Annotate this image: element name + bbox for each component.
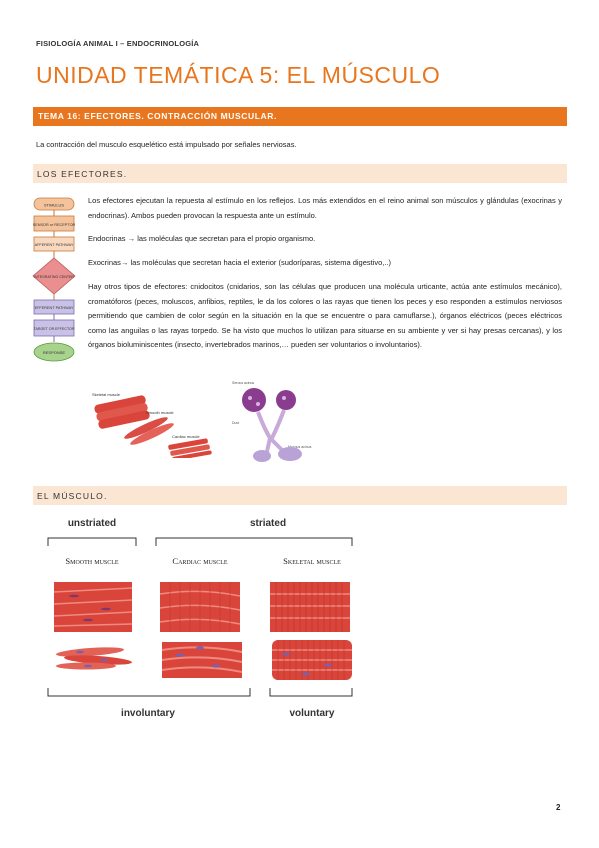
gland-acinus-figure: Serous acinus Duct Mucous acinus: [232, 381, 312, 462]
smooth-muscle-cells: [56, 647, 132, 670]
serous-acinus-label: Serous acinus: [232, 381, 254, 385]
voluntary-label: voluntary: [289, 708, 334, 719]
serous-acinus-cluster: [242, 388, 296, 412]
efectores-paragraph-4: Hay otros tipos de efectores: cnidocitos…: [88, 282, 562, 349]
reflex-step-stimulus: STIMULUS: [33, 197, 75, 211]
voluntary-bracket: [269, 688, 353, 697]
involuntary-label: involuntary: [121, 708, 175, 719]
striated-label: striated: [250, 518, 286, 529]
reflex-step-efferent: EFFERENT PATHWAY: [33, 299, 75, 315]
efectores-paragraph-2: Endocrinas → las moléculas que secretan …: [88, 234, 316, 243]
unit-title: UNIDAD TEMÁTICA 5: EL MÚSCULO: [36, 62, 441, 88]
muscle-comparison-figure: unstriated striated Smooth muscle Cardia…: [47, 518, 353, 719]
efectores-paragraph-1: Los efectores ejecutan la repuesta al es…: [88, 196, 562, 220]
reflex-step-label: AFFERENT PATHWAY: [35, 243, 74, 247]
reflex-step-sensor: SENSOR or RECEPTOR: [33, 215, 76, 232]
section-musculo-bar: EL MÚSCULO.: [33, 486, 567, 505]
involuntary-bracket: [47, 688, 251, 697]
skeletal-fiber-bundle: [94, 395, 150, 429]
section-efectores-title: LOS EFECTORES.: [37, 169, 128, 179]
reflex-step-label: TARGET OR EFFECTOR: [34, 327, 75, 331]
skeletal-muscle-title: Skeletal muscle: [283, 556, 341, 566]
reflex-step-label: INTEGRATING CENTER: [34, 275, 74, 279]
smooth-muscle-title: Smooth muscle: [65, 556, 119, 566]
reflex-step-label: STIMULUS: [44, 203, 65, 208]
cardiac-muscle-micrograph: [159, 582, 241, 632]
reflex-pathway-diagram: STIMULUS SENSOR or RECEPTOR AFFERENT PAT…: [32, 197, 76, 362]
unstriated-bracket: [47, 537, 137, 546]
reflex-step-afferent: AFFERENT PATHWAY: [33, 236, 75, 252]
reflex-step-target: TARGET OR EFFECTOR: [34, 319, 75, 337]
duct-label: Duct: [232, 421, 239, 425]
topic-bar: TEMA 16: EFECTORES. CONTRACCIÓN MUSCULAR…: [33, 107, 567, 126]
course-header: FISIOLOGÍA ANIMAL I – ENDOCRINOLOGÍA: [36, 39, 200, 48]
smooth-muscle-micrograph: [53, 582, 133, 632]
smooth-fiber-bundle: [124, 417, 174, 445]
skeletal-muscle-micrograph: [270, 582, 350, 632]
reflex-step-label: RESPONSE: [43, 350, 66, 355]
reflex-step-response: RESPONSE: [33, 342, 75, 362]
skeletal-muscle-label: Skeletal muscle: [92, 392, 121, 397]
efectores-paragraph-3: Exocrinas→ las moléculas que secretan ha…: [88, 258, 392, 267]
reflex-step-integrating: INTEGRATING CENTER: [32, 257, 76, 295]
page-number: 2: [556, 803, 561, 812]
smooth-muscle-label: Smooth muscle: [146, 410, 174, 415]
cardiac-muscle-label: Cardiac muscle: [172, 434, 200, 439]
reflex-step-label: EFFERENT PATHWAY: [35, 306, 74, 310]
section-musculo-title: EL MÚSCULO.: [37, 491, 108, 501]
mucous-acinus-label: Mucous acinus: [288, 445, 312, 449]
topic-label: TEMA 16: EFECTORES. CONTRACCIÓN MUSCULAR…: [38, 111, 277, 121]
cardiac-muscle-cells: [161, 642, 243, 678]
reflex-step-label: SENSOR or RECEPTOR: [33, 223, 76, 227]
cardiac-muscle-title: Cardiac muscle: [172, 556, 227, 566]
striated-bracket: [155, 537, 353, 546]
duct-branches: [256, 409, 286, 457]
skeletal-muscle-cells: [272, 640, 352, 680]
muscle-types-figure: Skeletal muscle Smooth muscle Cardiac mu…: [92, 392, 212, 458]
intro-text: La contracción del musculo esquelético e…: [36, 140, 297, 149]
cardiac-fiber-bundle: [168, 438, 212, 458]
mucous-acinus-cluster: [253, 447, 302, 462]
section-efectores-bar: LOS EFECTORES.: [33, 164, 567, 183]
unstriated-label: unstriated: [68, 518, 116, 529]
